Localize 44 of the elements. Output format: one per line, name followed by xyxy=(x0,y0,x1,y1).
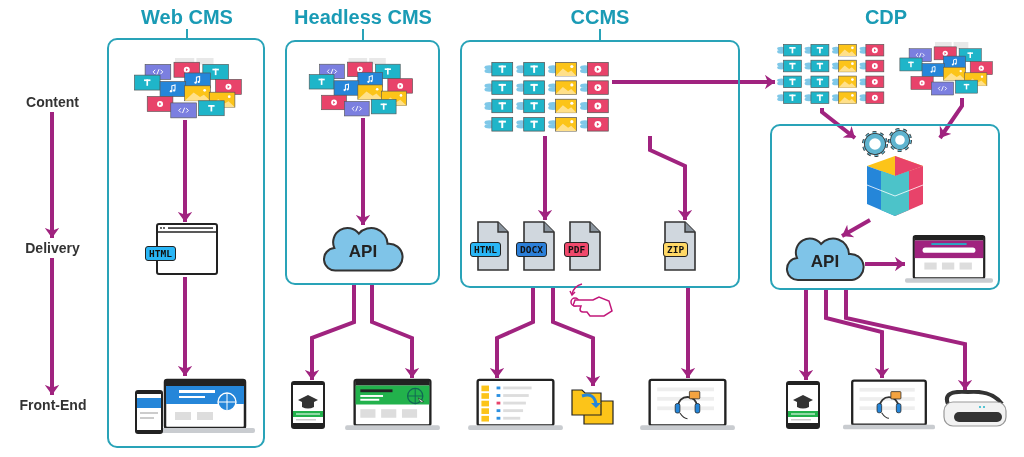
arrow xyxy=(177,277,193,376)
column-title: CCMS xyxy=(569,5,631,29)
vr-headset-drawing xyxy=(940,390,1010,430)
folder-icon xyxy=(570,386,615,426)
arrow xyxy=(370,285,420,378)
arrow xyxy=(841,218,871,238)
arrow xyxy=(820,108,857,140)
tablet-drawing xyxy=(290,380,326,430)
file-type-tag: PDF xyxy=(564,242,590,257)
row-label: Delivery xyxy=(24,239,81,258)
laptop-drawing xyxy=(468,378,563,431)
arrow xyxy=(489,288,535,378)
laptop-drawing xyxy=(843,378,935,431)
arrow xyxy=(865,256,905,272)
laptop-drawing xyxy=(345,378,440,431)
column-title: CDP xyxy=(863,5,909,29)
row-label: Front-End xyxy=(18,396,88,415)
arrow xyxy=(680,288,696,378)
arrow xyxy=(648,136,693,220)
row-label: Content xyxy=(25,93,80,112)
arrow xyxy=(612,74,775,90)
arrow xyxy=(44,258,60,395)
cloud-label: API xyxy=(809,252,841,272)
arrow xyxy=(938,98,964,140)
arrow xyxy=(551,288,601,386)
arrow xyxy=(844,290,973,390)
laptop-and-tablet-drawing xyxy=(133,376,258,436)
column-title: Headless CMS xyxy=(293,5,433,29)
file-type-tag: DOCX xyxy=(516,242,547,257)
tablet-drawing xyxy=(785,380,821,430)
laptop-drawing xyxy=(640,378,735,431)
file-type-tag: HTML xyxy=(145,246,176,261)
arrow xyxy=(304,285,356,380)
column-title: Web CMS xyxy=(140,5,234,29)
arrow xyxy=(177,120,193,222)
arrow xyxy=(537,136,553,220)
arrow xyxy=(798,290,814,380)
arrow xyxy=(824,290,890,378)
laptop-drawing xyxy=(905,234,993,284)
file-type-tag: HTML xyxy=(470,242,501,257)
file-type-tag: ZIP xyxy=(663,242,689,257)
arrow xyxy=(355,118,371,225)
cloud-label: API xyxy=(347,242,379,262)
arrow xyxy=(44,112,60,238)
